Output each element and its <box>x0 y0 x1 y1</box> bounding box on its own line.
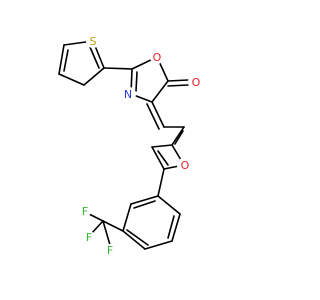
molecule-structure-diagram: S O O N O F F F <box>58 34 202 257</box>
sulfur-atom-label: S <box>90 35 97 48</box>
bond <box>151 101 165 128</box>
carbonyl-bond-double <box>167 84 189 87</box>
bond-double-inner <box>133 200 156 209</box>
bond-double-inner <box>126 229 149 246</box>
bond <box>130 195 159 205</box>
bond <box>144 240 173 250</box>
fluorine-atom-label: F <box>107 244 113 257</box>
molecule-svg: S O O N O F F F <box>58 34 202 257</box>
bond-double-inner <box>157 150 169 166</box>
thiophene-ring <box>58 40 105 86</box>
bond-double <box>146 103 160 130</box>
fluorine-atom-label: F <box>86 231 92 244</box>
oxazolone-ring <box>130 56 169 103</box>
bond <box>171 213 181 242</box>
nitrogen-atom-label: N <box>124 88 132 101</box>
bond <box>58 44 65 75</box>
bond <box>90 220 104 235</box>
carbonyl-bond <box>167 79 189 82</box>
bond <box>58 73 85 86</box>
phenyl-ring <box>122 195 181 250</box>
bond <box>151 144 173 148</box>
bond <box>122 203 132 232</box>
ring-oxygen-atom-label: O <box>153 51 162 64</box>
bond <box>102 220 124 232</box>
bond <box>122 230 146 250</box>
bond <box>151 146 165 170</box>
fluorine-atom-label: F <box>82 205 88 218</box>
bond-double-inner <box>174 130 184 145</box>
bond <box>102 220 111 246</box>
bond <box>171 126 185 146</box>
bond <box>151 80 169 103</box>
furan-ring <box>151 126 185 170</box>
bond-double-inner <box>135 71 138 92</box>
bond-double-inner <box>167 215 175 239</box>
bond-double-inner <box>89 46 100 69</box>
bond-double-inner <box>63 49 69 72</box>
bond <box>157 168 165 197</box>
bond <box>83 67 105 86</box>
bond <box>157 195 181 215</box>
bond <box>103 67 133 70</box>
furan-oxygen-atom-label: O <box>181 159 190 172</box>
carbonyl-oxygen-atom-label: O <box>192 76 201 89</box>
